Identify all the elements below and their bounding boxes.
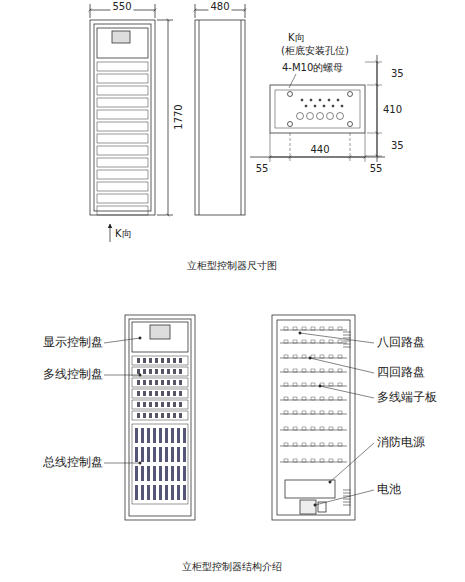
- part-label: 4-M10的螺母: [282, 62, 343, 73]
- dimension: 480: [208, 1, 231, 12]
- leader-line: [104, 332, 374, 506]
- dimension: 440: [308, 144, 331, 155]
- leader-line: [289, 74, 296, 88]
- part-label: 消防电源: [377, 436, 425, 449]
- part-label: 显示控制盘: [43, 336, 103, 349]
- dimension: 35: [391, 140, 404, 151]
- part-label: 总线控制盘: [43, 456, 103, 469]
- view-label: K向: [288, 32, 305, 43]
- dimension: 55: [256, 163, 269, 174]
- dimension: 35: [391, 68, 404, 79]
- dimension: 1770: [173, 102, 184, 131]
- battery: [300, 500, 316, 514]
- base-plan: [270, 85, 365, 133]
- part-label: 多线端子板: [377, 391, 437, 404]
- cabinet-back: [272, 315, 355, 520]
- part-label: 多线控制盘: [43, 368, 103, 381]
- cabinet-side: [195, 20, 245, 215]
- cabinet-front: [125, 315, 195, 520]
- dimension: 410: [381, 104, 404, 115]
- part-label: 八回路盘: [377, 336, 425, 349]
- view-arrow: [110, 224, 111, 242]
- part-label: 四回路盘: [377, 366, 425, 379]
- view-label: K向: [115, 228, 132, 239]
- part-label: 电池: [377, 483, 401, 496]
- cabinet-front: [90, 20, 155, 215]
- fire-power-unit: [285, 480, 335, 498]
- caption: 立柜型控制器结构介绍: [182, 561, 282, 572]
- caption: 立柜型控制器尺寸图: [187, 260, 277, 271]
- dimension: 55: [370, 163, 383, 174]
- dimension: 550: [110, 1, 133, 12]
- note: (柜底安装孔位): [281, 45, 349, 56]
